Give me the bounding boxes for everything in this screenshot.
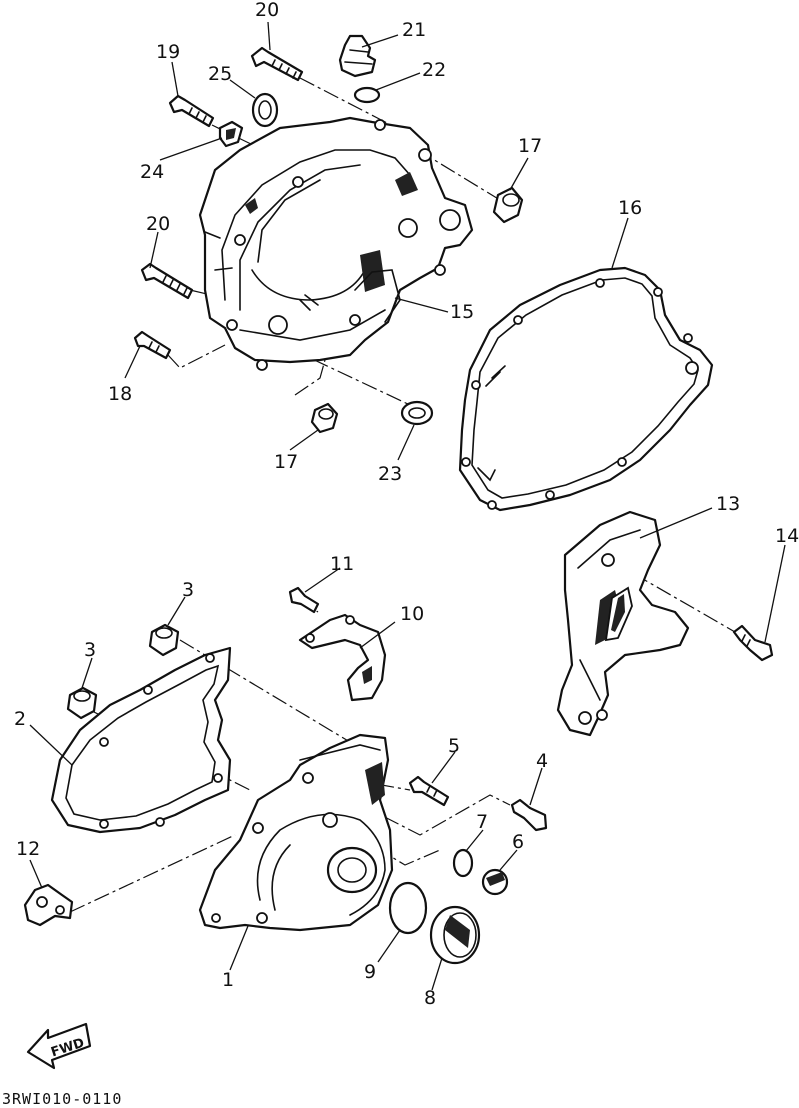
callout-21: 21 [402, 19, 426, 41]
callout-22: 22 [422, 59, 446, 81]
callout-10: 10 [400, 603, 424, 625]
callout-9: 9 [364, 961, 376, 983]
dowel-pin-17-upper [492, 186, 524, 224]
callout-12: 12 [16, 838, 40, 860]
callout-13: 13 [716, 493, 740, 515]
plug-8 [429, 905, 481, 965]
callout-6: 6 [512, 831, 524, 853]
o-ring-7 [452, 848, 474, 878]
callout-20-upper: 20 [255, 0, 279, 21]
bolt-5 [408, 775, 450, 807]
callout-labels: 20 21 22 19 25 24 17 16 20 15 18 17 23 1… [14, 0, 799, 1009]
o-ring-22 [353, 86, 381, 104]
callout-17-lower: 17 [274, 451, 298, 473]
callout-1: 1 [222, 969, 234, 991]
drawing-code: 3RWI010-0110 [2, 1090, 122, 1108]
oil-filler-plug [338, 34, 377, 78]
oil-seal-23 [400, 400, 434, 426]
callout-14: 14 [775, 525, 799, 547]
bolt-4 [510, 798, 548, 832]
callout-20-lower: 20 [146, 213, 170, 235]
callout-3-lower: 3 [84, 639, 96, 661]
dowel-pin-17-lower [310, 402, 339, 434]
sprocket-cover [556, 510, 690, 737]
bolt-18 [133, 330, 172, 360]
callout-24: 24 [140, 161, 164, 183]
bolt-11 [288, 586, 320, 614]
bolt-19 [168, 94, 215, 128]
callout-4: 4 [536, 750, 548, 772]
callout-5: 5 [448, 735, 460, 757]
callout-11: 11 [330, 553, 354, 575]
bracket-12 [23, 883, 74, 927]
callout-8: 8 [424, 987, 436, 1009]
callout-2: 2 [14, 708, 26, 730]
dowel-pin-3-upper [148, 623, 180, 657]
bolt-14 [732, 624, 774, 662]
crankcase-cover-left [198, 733, 394, 932]
callout-18: 18 [108, 383, 132, 405]
crankcase-cover-gasket [458, 266, 714, 512]
bracket-10 [298, 613, 387, 702]
callout-16: 16 [618, 197, 642, 219]
bolt-20-upper [250, 46, 304, 82]
o-ring-9 [388, 881, 428, 935]
bolt-20-lower [140, 262, 194, 300]
crankcase-cover-gasket-2 [50, 646, 232, 834]
callout-7: 7 [476, 811, 488, 833]
callout-15: 15 [450, 301, 474, 323]
callout-25: 25 [208, 63, 232, 85]
oil-seal-25 [251, 92, 279, 128]
forward-direction-arrow-icon: FWD [26, 1022, 92, 1070]
leader-lines [29, 21, 786, 991]
callout-17-upper: 17 [518, 135, 542, 157]
dowel-pin-3-lower [66, 686, 98, 720]
callout-3-upper: 3 [182, 579, 194, 601]
plug-6 [481, 868, 509, 896]
callout-23: 23 [378, 463, 402, 485]
clamp-24 [218, 120, 244, 148]
callout-19: 19 [156, 41, 180, 63]
crankcase-cover-right [198, 116, 474, 371]
